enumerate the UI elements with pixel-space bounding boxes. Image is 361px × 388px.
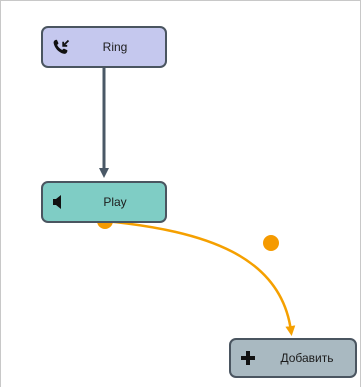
speaker-icon: [53, 195, 61, 209]
node-ring-label: Ring: [102, 40, 128, 54]
connector-play-to-add[interactable]: [104, 219, 296, 336]
node-add-label: Добавить: [280, 351, 334, 365]
node-add[interactable]: Добавить: [229, 338, 357, 378]
phone-incoming-icon: [53, 39, 70, 54]
node-play-label: Play: [103, 195, 127, 209]
node-ring[interactable]: Ring: [41, 26, 167, 68]
plus-icon: [241, 351, 255, 365]
floating-port[interactable]: [263, 235, 279, 251]
node-play[interactable]: Play: [41, 181, 167, 223]
